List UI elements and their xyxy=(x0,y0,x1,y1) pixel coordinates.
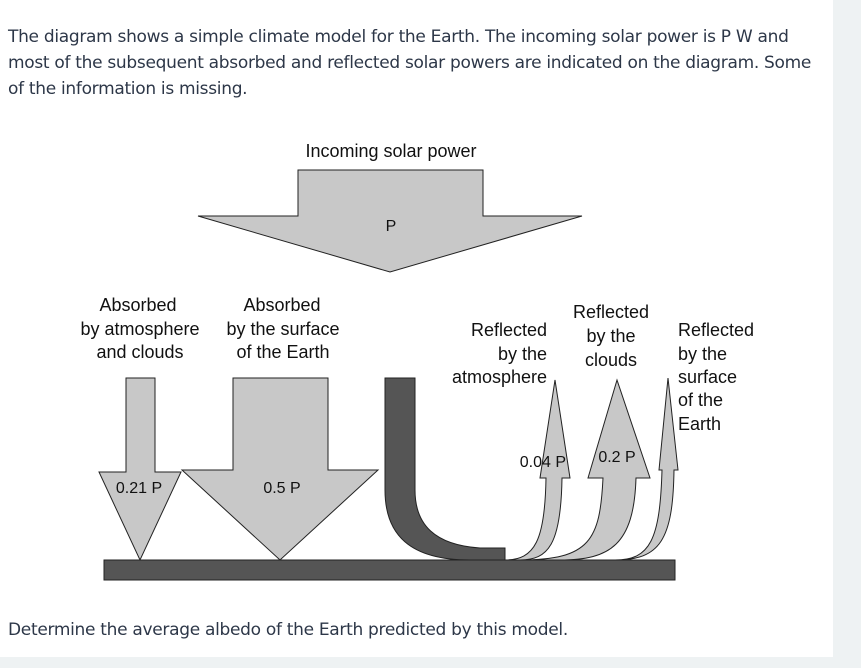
absorbed-atmosphere-value: 0.21 P xyxy=(116,480,162,497)
reflected-atmosphere-value: 0.04 P xyxy=(520,454,566,471)
absorbed-atmosphere-arrow xyxy=(98,377,182,562)
question-intro-text: The diagram shows a simple climate model… xyxy=(8,27,812,99)
absorbed-atmosphere-label-line1: Absorbed xyxy=(99,295,176,315)
reflected-surface-label-line1: Reflected xyxy=(678,320,754,340)
reflected-atmosphere-label-line2: by the xyxy=(498,344,547,364)
diagram-title: Incoming solar power xyxy=(305,141,476,161)
reflection-u-band xyxy=(384,377,506,561)
absorbed-atmosphere-label-line2: by atmosphere xyxy=(80,319,199,339)
climate-model-diagram: Incoming solar power P Absorbed by atmos… xyxy=(80,141,754,581)
reflected-atmosphere-arrow xyxy=(504,379,571,561)
incoming-solar-arrow xyxy=(197,169,583,273)
question-prompt-text: Determine the average albedo of the Eart… xyxy=(8,620,568,640)
reflected-atmosphere-label-line1: Reflected xyxy=(471,320,547,340)
absorbed-surface-value: 0.5 P xyxy=(263,480,300,497)
reflected-clouds-label-line2: by the xyxy=(586,326,635,346)
reflected-clouds-value: 0.2 P xyxy=(598,449,635,466)
incoming-symbol-label: P xyxy=(386,218,397,235)
absorbed-surface-label-line2: by the surface xyxy=(226,319,339,339)
reflected-surface-label-line2: by the xyxy=(678,344,727,364)
absorbed-atmosphere-label-line3: and clouds xyxy=(96,342,183,362)
question-card: The diagram shows a simple climate model… xyxy=(0,0,833,657)
reflected-clouds-label-line1: Reflected xyxy=(573,302,649,322)
reflected-clouds-label-line3: clouds xyxy=(585,350,637,370)
reflected-surface-label-line3: surface xyxy=(678,367,737,387)
reflected-surface-label-line4: of the xyxy=(678,390,723,410)
absorbed-surface-label-line3: of the Earth xyxy=(236,342,329,362)
absorbed-surface-label-line1: Absorbed xyxy=(243,295,320,315)
reflected-surface-arrow xyxy=(614,377,679,561)
absorbed-surface-arrow xyxy=(180,377,380,561)
reflected-surface-label-line5: Earth xyxy=(678,414,721,434)
earth-surface-ground xyxy=(103,559,676,581)
reflected-atmosphere-label-line3: atmosphere xyxy=(452,367,547,387)
reflected-clouds-arrow xyxy=(519,378,651,561)
